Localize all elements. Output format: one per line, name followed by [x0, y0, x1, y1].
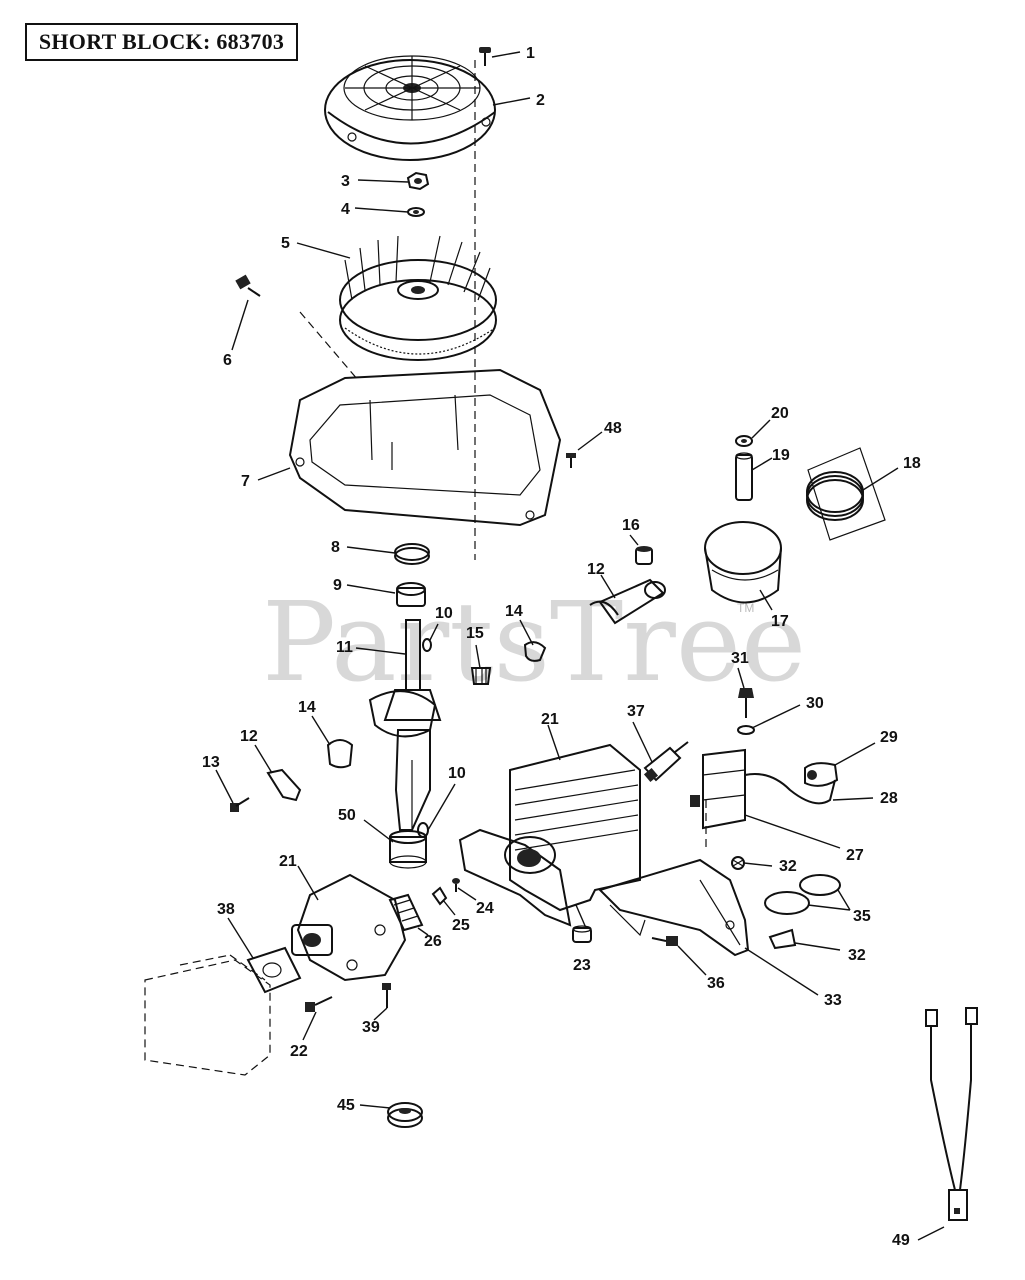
- screw-part-1: [479, 47, 491, 66]
- callout-11: 11: [336, 639, 353, 656]
- callout-31: 31: [731, 650, 749, 667]
- callout-24: 24: [476, 900, 494, 917]
- retainer-part-20: [735, 435, 753, 447]
- screw-part-48: [566, 453, 576, 468]
- gasket-part-38: [246, 946, 302, 994]
- callout-9: 9: [333, 577, 342, 594]
- spark-plug-boot-part-29: [804, 762, 839, 787]
- flywheel-part-5: [339, 235, 497, 361]
- callout-26: 26: [424, 933, 442, 950]
- callout-1: 1: [526, 45, 535, 62]
- callout-21-cylinder: 21: [541, 711, 559, 728]
- callout-12-rod: 12: [587, 561, 605, 578]
- callout-22: 22: [290, 1043, 308, 1060]
- oil-seal-part-8: [394, 543, 430, 565]
- callout-39: 39: [362, 1019, 380, 1036]
- callout-50: 50: [338, 807, 356, 824]
- bolt-part-22: [305, 996, 333, 1012]
- callout-36: 36: [707, 975, 725, 992]
- callout-28: 28: [880, 790, 898, 807]
- callout-19: 19: [772, 447, 790, 464]
- clip-part-32b: [768, 928, 797, 950]
- key-part-10b: [417, 822, 429, 838]
- callout-37: 37: [627, 703, 645, 720]
- callout-10-lower: 10: [448, 765, 466, 782]
- callout-25: 25: [452, 917, 470, 934]
- plug-part-23: [572, 925, 592, 943]
- callout-20: 20: [771, 405, 789, 422]
- callout-30: 30: [806, 695, 824, 712]
- sleeve-part-50: [389, 830, 427, 869]
- piston-part-17: [704, 521, 782, 604]
- bearing-insert-part-14b: [326, 739, 354, 769]
- spring-rings-part-35: [764, 874, 841, 915]
- piston-rings-part-18: [806, 447, 886, 541]
- washer-part-30: [737, 725, 755, 735]
- callout-35: 35: [853, 908, 871, 925]
- page-title: SHORT BLOCK: 683703: [25, 23, 298, 61]
- crankcase-part-21b: [291, 873, 407, 982]
- callout-38: 38: [217, 901, 235, 918]
- callout-4: 4: [341, 201, 350, 218]
- wire-harness-part-49: [925, 1007, 978, 1221]
- callout-27: 27: [846, 847, 864, 864]
- callout-8: 8: [331, 539, 340, 556]
- screw-part-39: [382, 983, 391, 1008]
- callout-48: 48: [604, 420, 622, 437]
- ignition-module-part-27: [690, 748, 746, 830]
- bearing-part-16: [635, 546, 653, 565]
- callout-14-upper: 14: [505, 603, 523, 620]
- rod-cap-part-12b: [266, 768, 302, 802]
- piston-pin-part-19: [735, 452, 753, 501]
- callout-33: 33: [824, 992, 842, 1009]
- screw-part-24: [452, 878, 460, 892]
- key-part-10a: [422, 638, 432, 652]
- callout-21-crankcase: 21: [279, 853, 297, 870]
- bearing-part-9: [396, 582, 426, 607]
- washer-part-4: [407, 207, 425, 217]
- callout-6: 6: [223, 352, 232, 369]
- rotating-screen-part-2: [324, 55, 496, 161]
- air-cleaner-outline: [144, 954, 271, 1076]
- callout-12-cap: 12: [240, 728, 258, 745]
- callout-15: 15: [466, 625, 484, 642]
- nut-part-3: [406, 171, 430, 191]
- callout-leaders: [215, 51, 945, 1241]
- watermark-trademark: TM: [737, 601, 754, 615]
- callout-29: 29: [880, 729, 898, 746]
- callout-2: 2: [536, 92, 545, 109]
- callout-3: 3: [341, 173, 350, 190]
- callout-labels: 1 2 3 4 5 6 7 48 20 19 18 8 9 16 12 17 1…: [202, 45, 921, 1249]
- screw-part-36: [651, 936, 678, 946]
- callout-16: 16: [622, 517, 640, 534]
- callout-45: 45: [337, 1097, 355, 1114]
- screw-part-32a: [731, 856, 745, 870]
- callout-32-lower: 32: [848, 947, 866, 964]
- screw-part-31: [738, 688, 754, 718]
- connecting-rod-part-12a: [589, 578, 666, 625]
- callout-13: 13: [202, 754, 220, 771]
- blower-housing-part-7: [288, 368, 562, 527]
- oil-seal-part-45: [387, 1102, 423, 1128]
- bolt-part-6: [235, 274, 261, 297]
- callout-18: 18: [903, 455, 921, 472]
- callout-49: 49: [892, 1232, 910, 1249]
- spark-plug-wire-part-28: [744, 773, 836, 805]
- callout-14-lower: 14: [298, 699, 316, 716]
- bearing-part-15: [470, 667, 492, 685]
- bolt-part-13: [230, 797, 250, 812]
- assembly-axis-line: [299, 311, 359, 381]
- callout-32-upper: 32: [779, 858, 797, 875]
- callout-10-upper: 10: [435, 605, 453, 622]
- callout-5: 5: [281, 235, 290, 252]
- spring-part-25: [431, 886, 448, 906]
- callout-17: 17: [771, 613, 789, 630]
- cylinder-block-part-21a: [458, 743, 641, 927]
- crankshaft-part-11: [368, 619, 442, 831]
- callout-23: 23: [573, 957, 591, 974]
- spark-plug-part-37: [643, 741, 689, 783]
- callout-7: 7: [241, 473, 250, 490]
